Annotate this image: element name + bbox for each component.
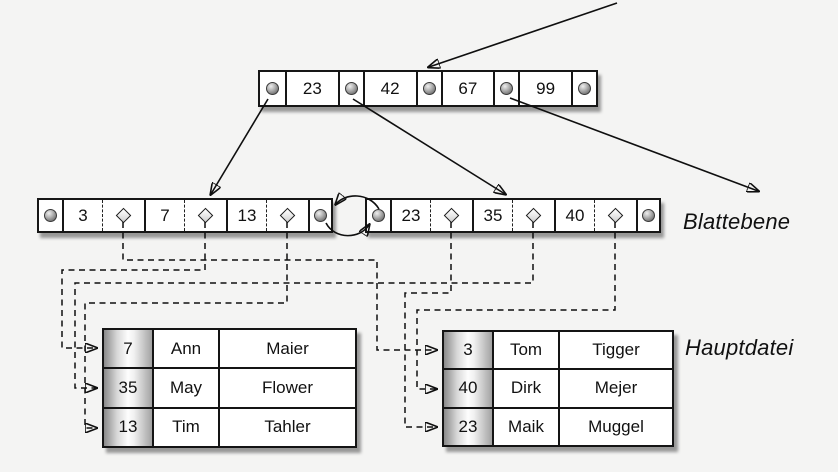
pointer-circle-icon <box>578 82 591 95</box>
root-key: 23 <box>285 72 338 105</box>
pointer-circle-icon <box>44 209 57 222</box>
record-pointer-cell <box>594 200 636 231</box>
pointer-circle-icon <box>372 209 385 222</box>
record-name: Tom <box>492 332 558 369</box>
root-pointer-cell <box>493 72 518 105</box>
root-key: 67 <box>440 72 494 105</box>
root-pointer-cell <box>337 72 363 105</box>
record-diamond-icon <box>607 207 624 224</box>
pointer-circle-icon <box>642 209 655 222</box>
leaf-pointer-cell <box>636 200 659 231</box>
pointer-circle-icon <box>500 82 514 95</box>
record-name: Tim <box>152 408 218 446</box>
record-pointer-cell <box>184 200 226 231</box>
root-key: 42 <box>362 72 416 105</box>
leaf-level-label: Blattebene <box>683 209 791 234</box>
record-key: 23 <box>444 408 492 445</box>
pointer-circle-icon <box>314 209 327 222</box>
record-diamond-icon <box>525 207 542 224</box>
record-key: 40 <box>444 370 492 407</box>
leaf-node-right: 23 35 40 <box>365 198 661 233</box>
leaf-pointer-cell <box>308 200 331 231</box>
table-row: 3 Tom Tigger <box>444 332 672 369</box>
pointer-circle-icon <box>266 82 279 95</box>
table-row: 13 Tim Tahler <box>104 406 355 446</box>
table-row: 23 Maik Muggel <box>444 406 672 445</box>
record-surname: Mejer <box>558 370 672 407</box>
record-pointer-cell <box>512 200 554 231</box>
leaf-key: 3 <box>62 200 102 231</box>
main-file-table-left: 7 Ann Maier 35 May Flower 13 Tim Tahler <box>102 328 357 448</box>
root-pointer-cell <box>571 72 596 105</box>
record-diamond-icon <box>197 207 214 224</box>
pointer-circle-icon <box>344 82 358 95</box>
arrow-root-to-next-leaf <box>509 97 758 191</box>
main-file-table-right: 3 Tom Tigger 40 Dirk Mejer 23 Maik Mugge… <box>442 330 674 447</box>
table-row: 7 Ann Maier <box>104 330 355 368</box>
record-name: Ann <box>152 330 218 368</box>
table-row: 35 May Flower <box>104 367 355 407</box>
record-diamond-icon <box>443 207 460 224</box>
record-key: 35 <box>104 369 152 407</box>
record-surname: Maier <box>218 330 355 368</box>
record-name: Maik <box>492 408 558 445</box>
root-pointer-cell <box>260 72 285 105</box>
record-surname: Muggel <box>558 408 672 445</box>
record-pointer-cell <box>102 200 144 231</box>
leaf-node-left: 3 7 13 <box>37 198 333 233</box>
leaf-key: 13 <box>226 200 266 231</box>
record-key: 13 <box>104 408 152 446</box>
leaf-pointer-cell <box>367 200 390 231</box>
root-key: 99 <box>518 72 571 105</box>
leaf-key: 40 <box>554 200 594 231</box>
record-surname: Flower <box>218 369 355 407</box>
root-node: 23 42 67 99 <box>258 70 598 107</box>
record-pointer-cell <box>430 200 472 231</box>
record-surname: Tahler <box>218 408 355 446</box>
record-diamond-icon <box>115 207 132 224</box>
record-name: May <box>152 369 218 407</box>
record-key: 3 <box>444 332 492 369</box>
leaf-key: 23 <box>390 200 430 231</box>
record-name: Dirk <box>492 370 558 407</box>
table-row: 40 Dirk Mejer <box>444 368 672 407</box>
root-pointer-cell <box>415 72 441 105</box>
leaf-key: 7 <box>144 200 184 231</box>
leaf-pointer-cell <box>39 200 62 231</box>
arrow-into-root <box>429 2 618 67</box>
arrow-root-to-right-leaf <box>352 98 505 194</box>
record-diamond-icon <box>279 207 296 224</box>
pointer-circle-icon <box>422 82 436 95</box>
arrow-root-to-left-leaf <box>211 98 269 194</box>
leaf-key: 35 <box>472 200 512 231</box>
record-pointer-cell <box>266 200 308 231</box>
main-file-label: Hauptdatei <box>685 335 794 360</box>
record-key: 7 <box>104 330 152 368</box>
record-surname: Tigger <box>558 332 672 369</box>
